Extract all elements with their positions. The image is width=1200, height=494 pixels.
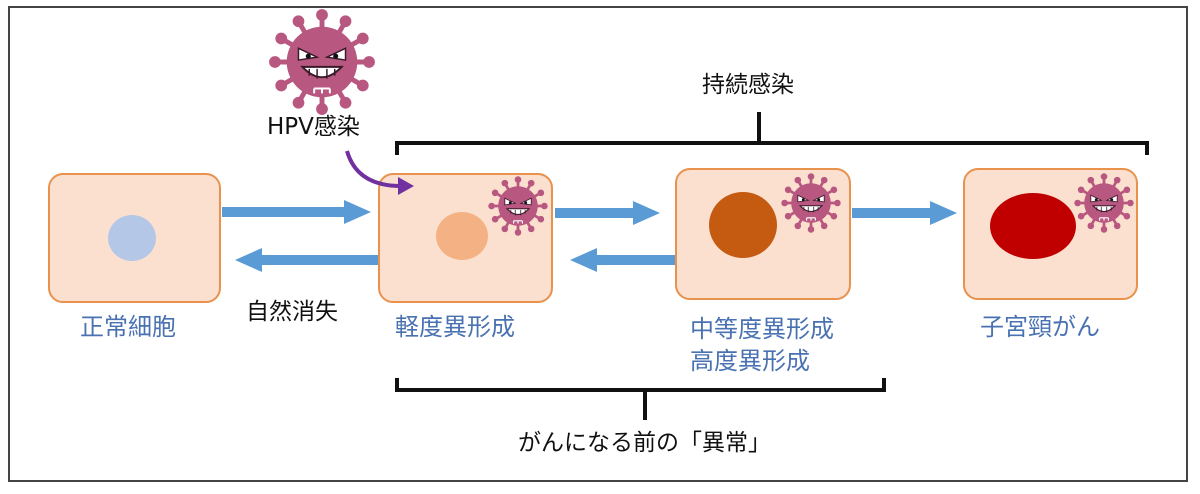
persistent-infection-bracket <box>395 112 1149 155</box>
cervical-cancer-label: 子宮頸がん <box>980 313 1100 341</box>
arrow-mild-to-moderate <box>555 201 660 225</box>
mild-dysplasia-label: 軽度異形成 <box>395 313 515 341</box>
virus-icon <box>269 9 375 115</box>
mild-nucleus <box>436 212 488 260</box>
precancer-abnormality-label: がんになる前の「異常」 <box>518 430 771 456</box>
moderate-severe-dysplasia-label: 中等度異形成 高度異形成 <box>690 313 834 378</box>
arrow-normal-to-mild <box>222 200 371 224</box>
hpv-infection-label: HPV感染 <box>267 114 360 140</box>
arrow-moderate-to-cancer <box>852 201 957 225</box>
persistent-infection-label: 持続感染 <box>702 72 794 98</box>
moderate-nucleus <box>709 192 777 258</box>
precancer-bracket <box>395 378 886 420</box>
arrow-moderate-to-mild <box>570 248 675 272</box>
cancer-nucleus <box>990 193 1076 259</box>
infection-arrow <box>345 150 414 195</box>
normal-nucleus <box>108 215 156 261</box>
severe-dysplasia-label: 高度異形成 <box>690 347 810 376</box>
normal-cell-label: 正常細胞 <box>80 313 176 341</box>
progression-arrows <box>222 200 957 272</box>
natural-clearance-label: 自然消失 <box>246 299 338 325</box>
moderate-dysplasia-label: 中等度異形成 <box>690 315 834 343</box>
arrow-mild-to-normal <box>235 248 378 272</box>
